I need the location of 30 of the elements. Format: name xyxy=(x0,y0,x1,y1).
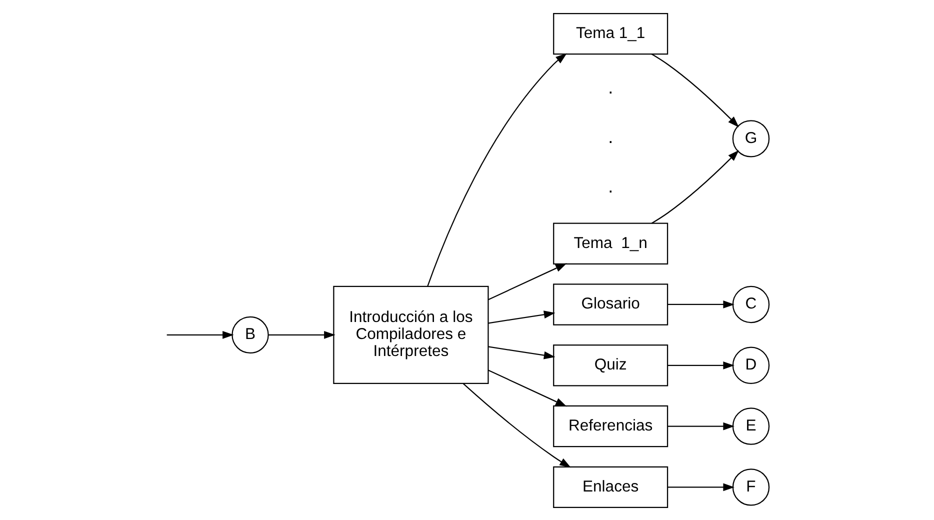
arrow xyxy=(667,422,734,430)
arrow xyxy=(268,330,335,338)
node-circle: G xyxy=(732,120,770,157)
node-circle: F xyxy=(732,468,770,506)
node-box: Enlaces xyxy=(552,466,668,508)
node-box: Glosario xyxy=(552,283,668,325)
arrow xyxy=(650,150,739,224)
arrow xyxy=(462,382,570,468)
node-box: Tema 1_1 xyxy=(552,12,668,54)
arrow xyxy=(667,360,734,369)
label: . xyxy=(608,126,613,146)
arrow xyxy=(488,310,555,324)
label: . xyxy=(608,176,613,196)
arrow xyxy=(667,482,734,491)
arrow xyxy=(488,346,555,359)
arrow xyxy=(488,369,566,406)
node-circle: D xyxy=(732,346,770,384)
label: . xyxy=(608,76,613,97)
node-box: Referencias xyxy=(552,404,668,447)
node-circle: E xyxy=(732,407,770,444)
arrow xyxy=(166,330,234,338)
node-box: Tema 1_n xyxy=(552,222,668,264)
node-circle: C xyxy=(732,285,770,323)
arrow xyxy=(667,300,734,308)
arrow xyxy=(426,52,566,286)
node-circle: B xyxy=(231,316,268,354)
node-box: Introducción a los Compiladores e Intérpretes xyxy=(332,285,488,384)
arrow xyxy=(650,53,739,127)
node-box: Quiz xyxy=(552,344,668,386)
arrow xyxy=(488,262,566,300)
